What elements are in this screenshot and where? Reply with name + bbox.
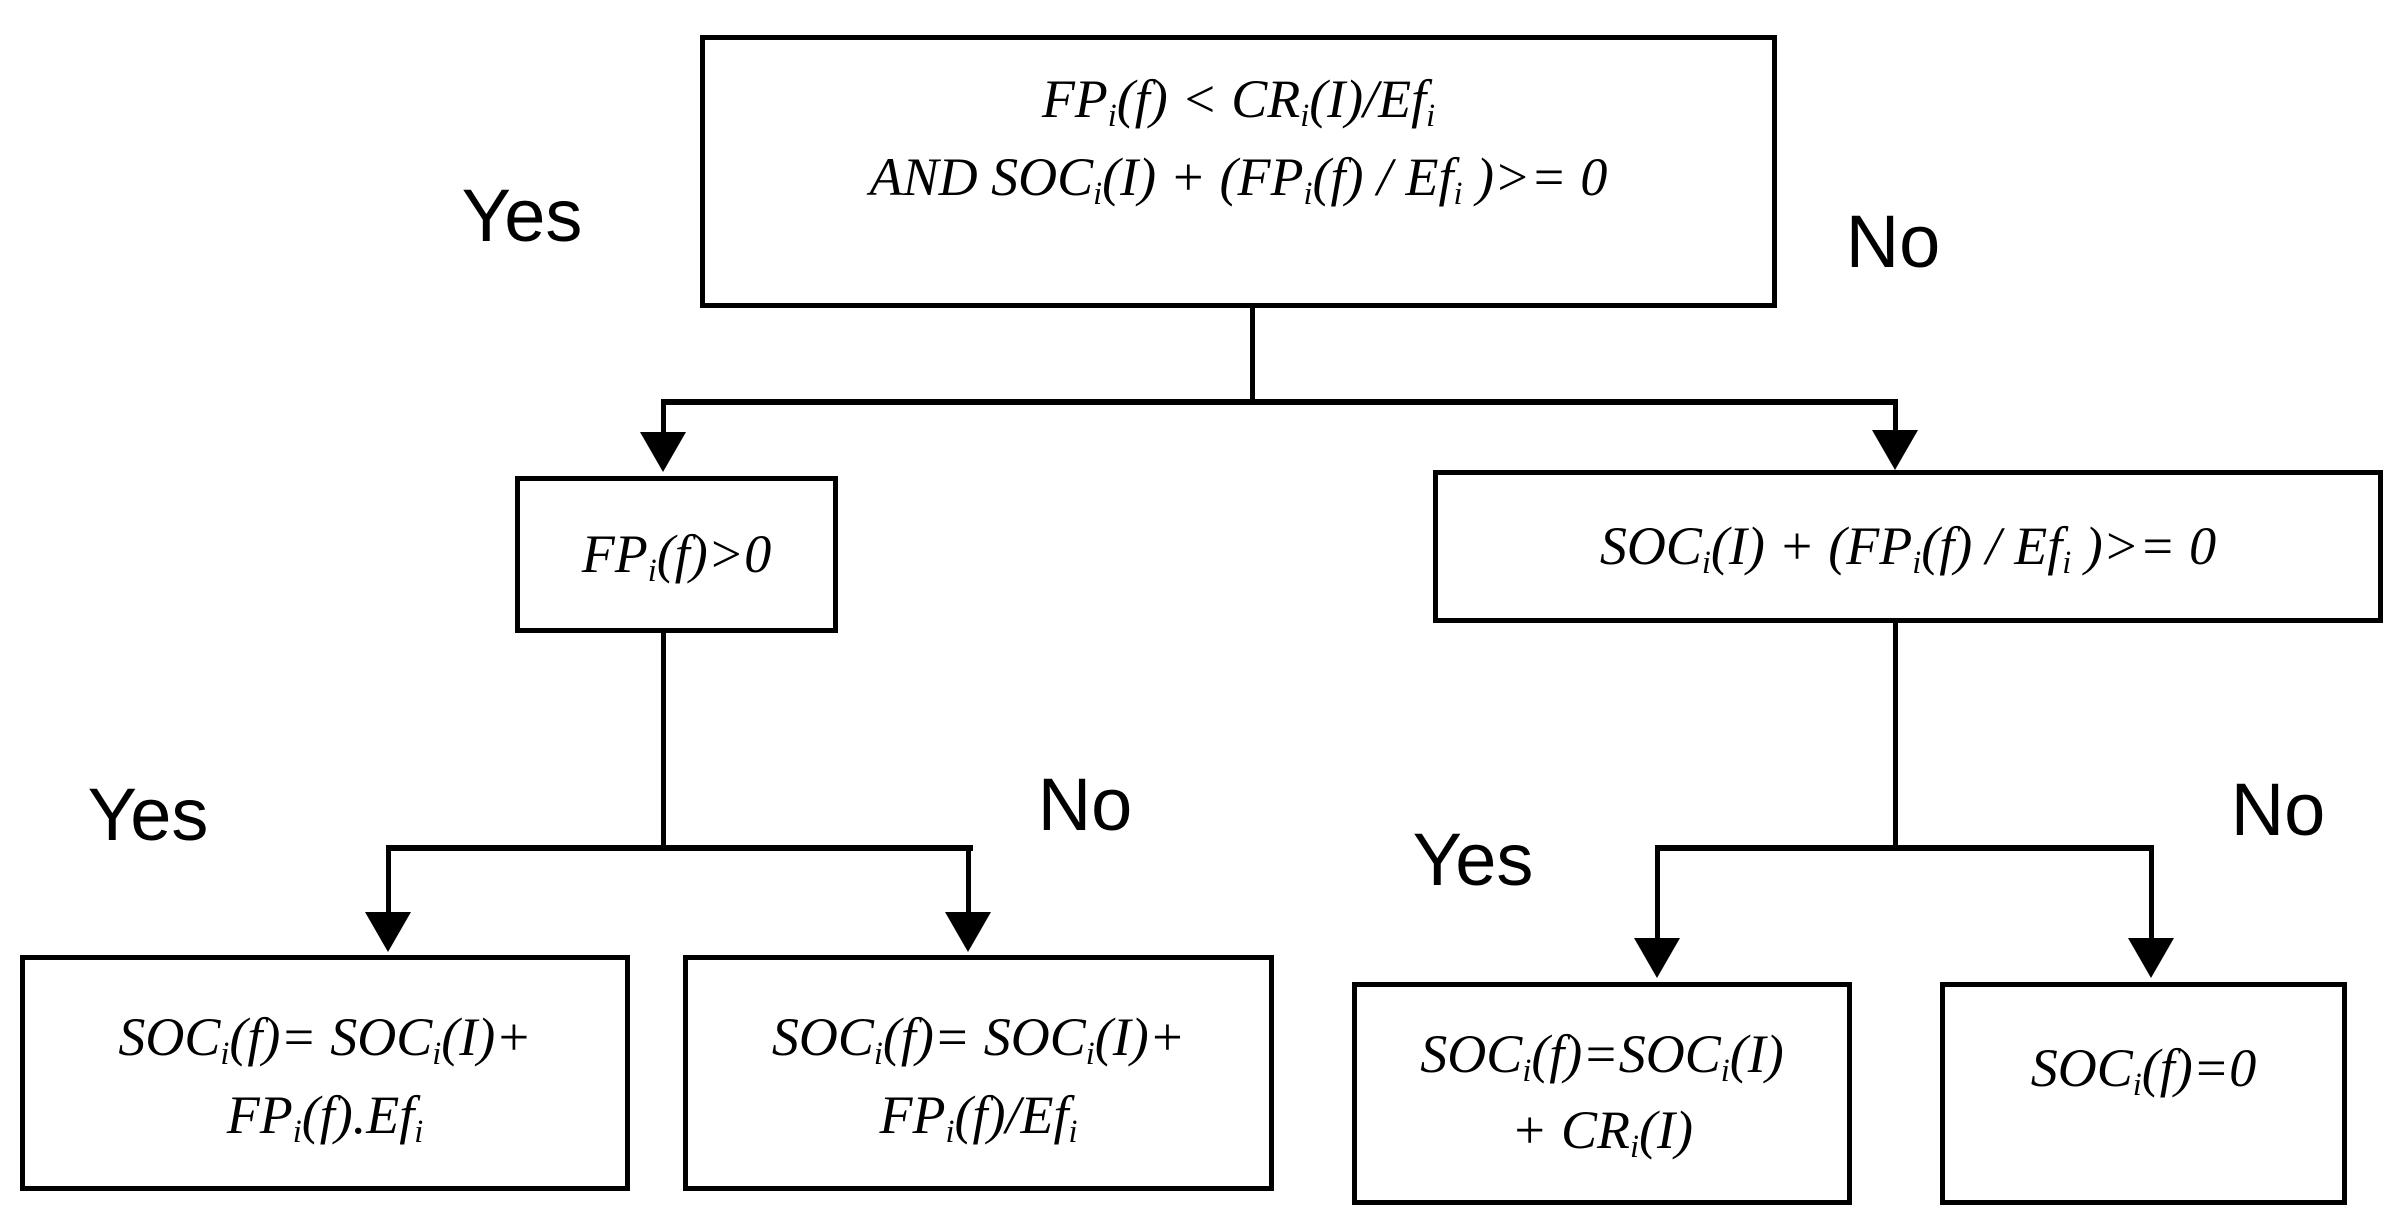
- connector-root-yes-drop: [661, 399, 666, 433]
- arrowhead-right-yes-icon: [1634, 938, 1680, 978]
- connector-root-no-drop: [1893, 399, 1898, 431]
- arrowhead-left-no-icon: [945, 912, 991, 952]
- label-right-no: No: [2230, 768, 2326, 851]
- arrowhead-left-yes-icon: [365, 912, 411, 952]
- result-divide-line-2: FPi(f)/Efi: [879, 1085, 1078, 1151]
- root-condition-line-1: FPi(f) < CRi(I)/Efi: [1041, 69, 1436, 135]
- result-add-cr-line-2: + CRi(I): [1511, 1099, 1693, 1165]
- result-multiply-line-2: FPi(f).Efi: [226, 1085, 424, 1151]
- node-soc-condition: SOCi(I) + (FPi(f) / Efi )>= 0: [1433, 470, 2383, 623]
- arrowhead-right-no-icon: [2128, 938, 2174, 978]
- node-result-multiply: SOCi(f)= SOCi(I)+ FPi(f).Efi: [20, 955, 630, 1191]
- result-zero-line: SOCi(f)=0: [2030, 1038, 2257, 1104]
- connector-left-yes-drop: [386, 845, 391, 913]
- connector-right-branch: [1655, 845, 2154, 851]
- connector-root-branch: [661, 399, 1898, 405]
- label-left-yes: Yes: [87, 773, 209, 856]
- node-result-zero: SOCi(f)=0: [1940, 982, 2347, 1205]
- fp-positive-condition-line: FPi(f)>0: [581, 524, 772, 590]
- connector-right-yes-drop: [1655, 845, 1660, 938]
- node-result-add-cr: SOCi(f)=SOCi(I) + CRi(I): [1352, 982, 1852, 1205]
- connector-left-stem: [661, 631, 666, 850]
- arrowhead-root-yes-icon: [640, 432, 686, 472]
- soc-condition-line: SOCi(I) + (FPi(f) / Efi )>= 0: [1599, 516, 2217, 582]
- label-left-no: No: [1037, 763, 1133, 846]
- result-multiply-line-1: SOCi(f)= SOCi(I)+: [118, 1007, 532, 1073]
- node-fp-positive-condition: FPi(f)>0: [515, 476, 838, 633]
- label-root-no: No: [1845, 200, 1941, 283]
- connector-right-stem: [1893, 621, 1898, 850]
- connector-left-no-drop: [966, 845, 971, 913]
- node-result-divide: SOCi(f)= SOCi(I)+ FPi(f)/Efi: [683, 955, 1274, 1191]
- label-right-yes: Yes: [1412, 818, 1534, 901]
- node-root-condition: FPi(f) < CRi(I)/Efi AND SOCi(I) + (FPi(f…: [700, 35, 1777, 308]
- label-root-yes: Yes: [461, 174, 583, 257]
- root-condition-line-2: AND SOCi(I) + (FPi(f) / Efi )>= 0: [869, 147, 1608, 213]
- connector-left-branch: [386, 845, 973, 851]
- result-divide-line-1: SOCi(f)= SOCi(I)+: [771, 1007, 1186, 1073]
- arrowhead-root-no-icon: [1872, 430, 1918, 470]
- result-add-cr-line-1: SOCi(f)=SOCi(I): [1420, 1024, 1784, 1090]
- connector-right-no-drop: [2149, 845, 2154, 938]
- connector-root-stem: [1250, 308, 1255, 404]
